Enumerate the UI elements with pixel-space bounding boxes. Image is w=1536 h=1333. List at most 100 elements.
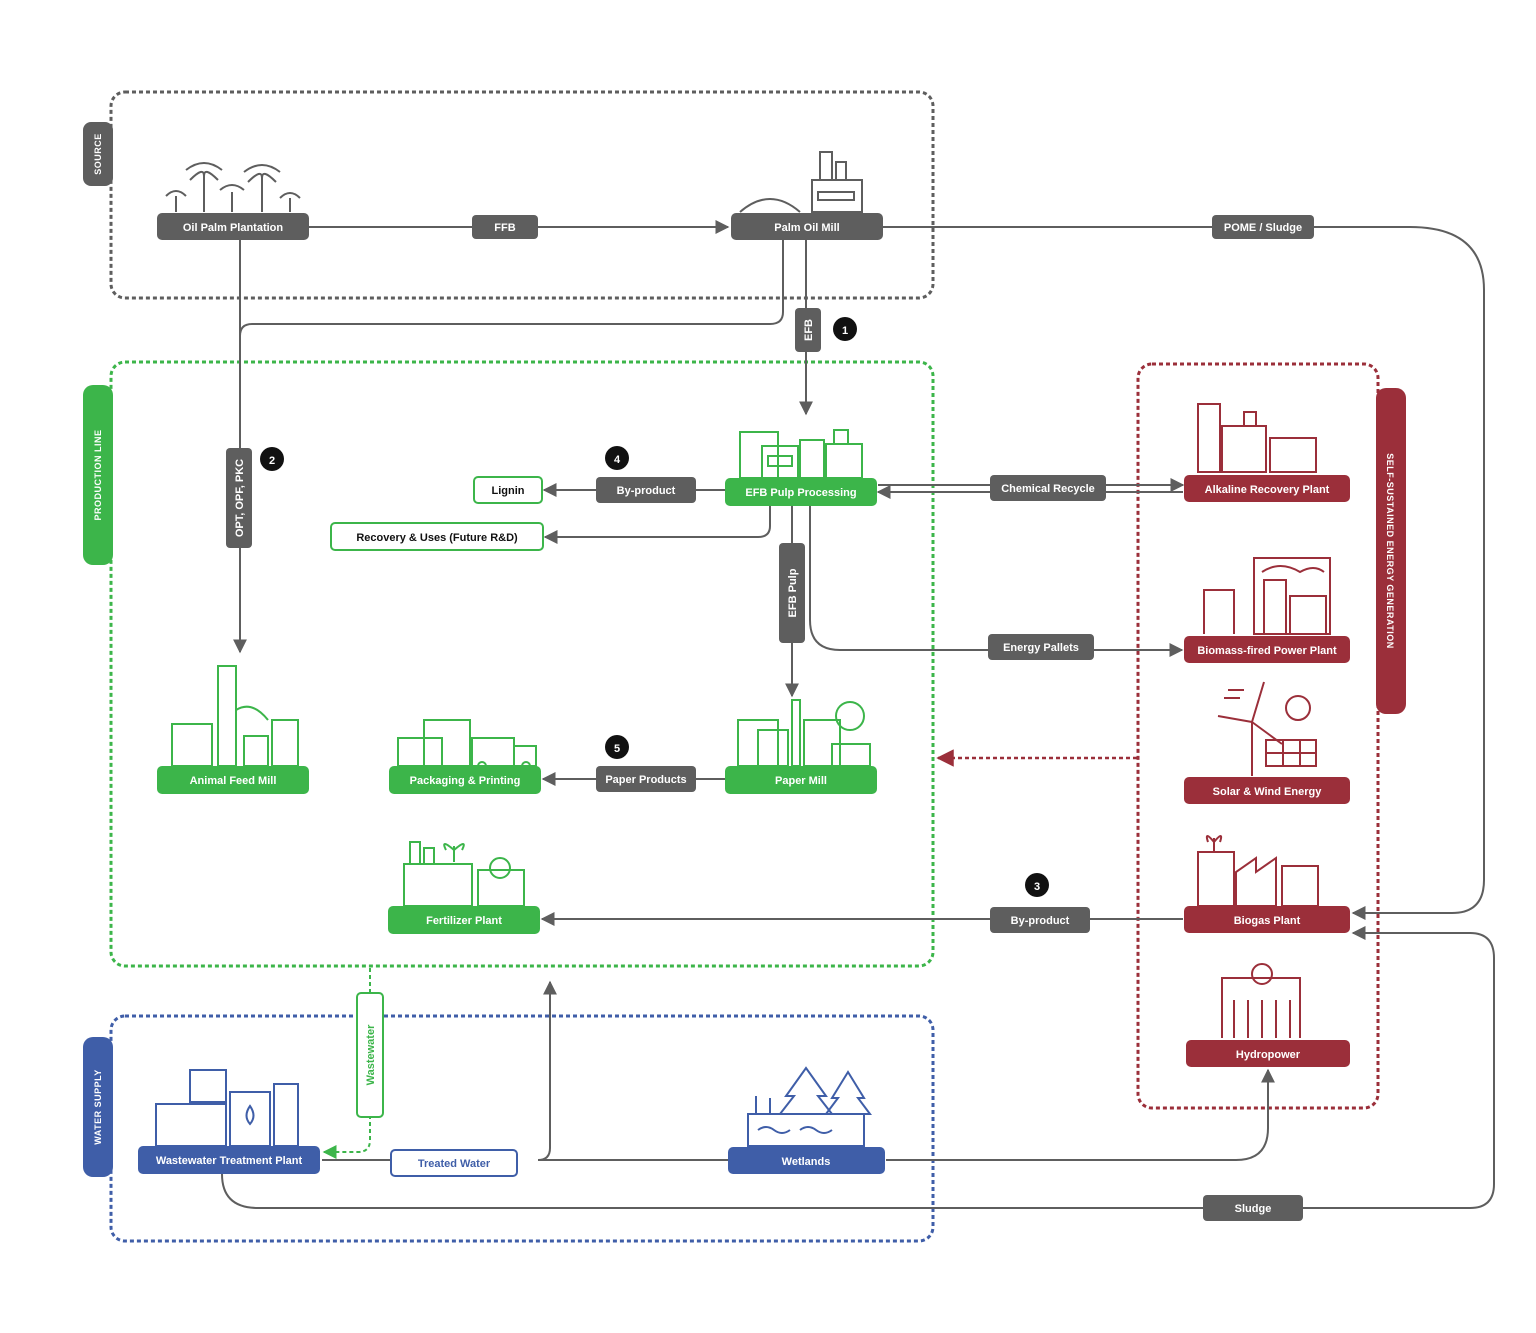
efb-pill: EFB — [795, 308, 821, 352]
paper-products-pill: Paper Products — [596, 766, 696, 792]
packaging-printing-label: Packaging & Printing — [410, 775, 521, 787]
lignin-label: Lignin — [492, 485, 525, 497]
marker-1-label: 1 — [842, 325, 848, 337]
wastewater-plant-icon — [155, 1069, 299, 1147]
solar-wind-icon — [1217, 681, 1317, 776]
fertilizer-plant-label: Fertilizer Plant — [426, 915, 502, 927]
wetlands-label: Wetlands — [782, 1156, 831, 1168]
energy-pallets-pill: Energy Pallets — [988, 634, 1094, 660]
paper-products-pill-label: Paper Products — [605, 774, 686, 786]
water-tab-label: WATER SUPPLY — [93, 1069, 103, 1145]
fertilizer-plant-node: Fertilizer Plant — [388, 906, 540, 934]
paper-mill-icon — [737, 699, 871, 767]
pome-line — [882, 226, 1485, 920]
biogas-plant-node: Biogas Plant — [1184, 906, 1350, 933]
efb-pulp-processing-label: EFB Pulp Processing — [745, 487, 856, 499]
chemical-recycle-pill-label: Chemical Recycle — [1001, 483, 1095, 495]
alkaline-recovery-node: Alkaline Recovery Plant — [1184, 475, 1350, 502]
animal-feed-mill-icon — [171, 665, 299, 767]
wastewater-plant-label: Wastewater Treatment Plant — [156, 1155, 303, 1167]
fertilizer-plant-icon — [403, 841, 525, 907]
animal-feed-mill-label: Animal Feed Mill — [190, 775, 277, 787]
efb-pill-label: EFB — [803, 319, 815, 341]
hydropower-icon — [1221, 963, 1301, 1038]
lignin-node: Lignin — [473, 476, 543, 504]
efb-pulp-factory-icon — [739, 429, 863, 479]
biomass-power-icon — [1203, 557, 1331, 635]
solar-wind-label: Solar & Wind Energy — [1213, 786, 1323, 798]
pome-pill-label: POME / Sludge — [1224, 222, 1302, 234]
opt-pill: OPT, OPF, PKC — [226, 448, 252, 548]
mill-to-feed-line — [239, 240, 784, 337]
efb-pulp-pill-label: EFB Pulp — [787, 568, 799, 617]
recovery-line — [543, 506, 771, 544]
marker-3: 3 — [1025, 873, 1049, 897]
chemical-recycle-pill: Chemical Recycle — [990, 475, 1106, 501]
wastewater-line — [322, 968, 371, 1159]
marker-4: 4 — [605, 446, 629, 470]
hydropower-label: Hydropower — [1236, 1049, 1301, 1061]
wastewater-plant-node: Wastewater Treatment Plant — [138, 1146, 320, 1174]
marker-4-label: 4 — [614, 454, 621, 466]
marker-5: 5 — [605, 735, 629, 759]
marker-2: 2 — [260, 447, 284, 471]
wastewater-pill-label: Wastewater — [365, 1024, 377, 1085]
efb-pulp-processing-node: EFB Pulp Processing — [725, 478, 877, 506]
recovery-uses-label: Recovery & Uses (Future R&D) — [356, 532, 518, 544]
alkaline-recovery-icon — [1197, 403, 1317, 473]
wetlands-hydro-line — [886, 1068, 1275, 1161]
marker-2-label: 2 — [269, 455, 275, 467]
packaging-printing-node: Packaging & Printing — [389, 766, 541, 794]
biomass-power-node: Biomass-fired Power Plant — [1184, 636, 1350, 663]
byproduct-lignin-pill: By-product — [596, 477, 696, 503]
efb-pulp-pill: EFB Pulp — [779, 543, 805, 643]
byproduct-biogas-pill-label: By-product — [1011, 915, 1070, 927]
energy-pallets-line — [809, 506, 1184, 657]
biogas-plant-icon — [1197, 835, 1319, 907]
energy-pallets-pill-label: Energy Pallets — [1003, 642, 1079, 654]
biogas-plant-label: Biogas Plant — [1234, 915, 1301, 927]
palm-oil-mill-icon — [739, 151, 863, 213]
source-tab-label: SOURCE — [93, 133, 103, 175]
hydropower-node: Hydropower — [1186, 1040, 1350, 1067]
ffb-pill-label: FFB — [494, 222, 515, 234]
alkaline-recovery-label: Alkaline Recovery Plant — [1205, 484, 1330, 496]
energy-tab: SELF-SUSTAINED ENERGY GENERATION — [1376, 388, 1406, 714]
production-tab: PRODUCTION LINE — [83, 385, 113, 565]
oil-palm-plantation-label: Oil Palm Plantation — [183, 222, 284, 234]
water-tab: WATER SUPPLY — [83, 1037, 113, 1177]
byproduct-biogas-pill: By-product — [990, 907, 1090, 933]
wastewater-pill: Wastewater — [356, 992, 384, 1118]
energy-tab-label: SELF-SUSTAINED ENERGY GENERATION — [1385, 453, 1395, 649]
opt-pill-label: OPT, OPF, PKC — [234, 459, 246, 537]
pome-pill: POME / Sludge — [1212, 215, 1314, 239]
treated-water-pill-label: Treated Water — [418, 1158, 491, 1170]
sludge-line — [221, 926, 1495, 1209]
sludge-pill: Sludge — [1203, 1195, 1303, 1221]
marker-5-label: 5 — [614, 743, 620, 755]
treated-water-pill: Treated Water — [390, 1149, 518, 1177]
source-section-border — [109, 90, 935, 300]
sludge-pill-label: Sludge — [1235, 1203, 1272, 1215]
wetlands-node: Wetlands — [728, 1147, 885, 1174]
wetlands-icon — [747, 1066, 872, 1147]
marker-3-label: 3 — [1034, 881, 1040, 893]
energy-section-border — [1136, 362, 1380, 1110]
solar-wind-node: Solar & Wind Energy — [1184, 777, 1350, 804]
paper-mill-node: Paper Mill — [725, 766, 877, 794]
palm-oil-mill-node: Palm Oil Mill — [731, 213, 883, 240]
recovery-uses-node: Recovery & Uses (Future R&D) — [330, 522, 544, 551]
oil-palm-plantation-node: Oil Palm Plantation — [157, 213, 309, 240]
palm-trees-icon — [165, 162, 301, 212]
production-tab-label: PRODUCTION LINE — [93, 429, 103, 520]
treated-water-line — [537, 980, 728, 1161]
palm-oil-mill-label: Palm Oil Mill — [774, 222, 839, 234]
animal-feed-mill-node: Animal Feed Mill — [157, 766, 309, 794]
paper-mill-label: Paper Mill — [775, 775, 827, 787]
packaging-printing-icon — [397, 719, 537, 771]
biomass-power-label: Biomass-fired Power Plant — [1197, 645, 1337, 657]
byproduct-lignin-pill-label: By-product — [617, 485, 676, 497]
ffb-pill: FFB — [472, 215, 538, 239]
source-tab: SOURCE — [83, 122, 113, 186]
